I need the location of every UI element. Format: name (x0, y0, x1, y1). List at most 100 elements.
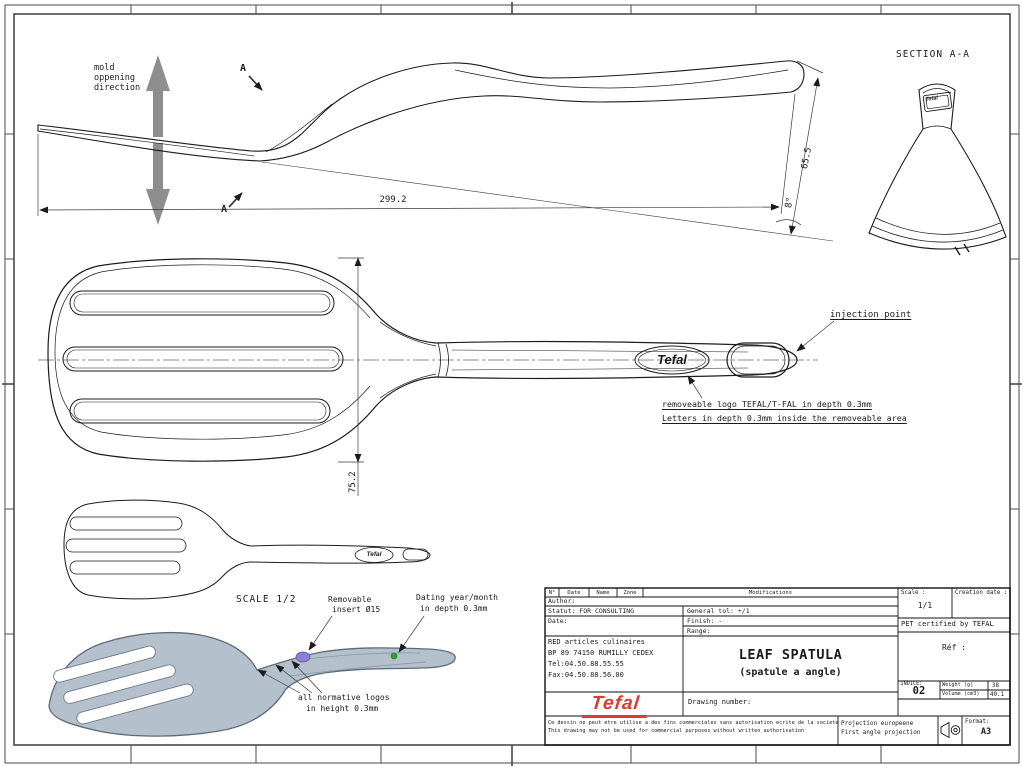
address-line-3: Tel:04.50.88.55.55 (548, 660, 624, 668)
logo-depth-note-1: removeable logo TEFAL/T-FAL in depth 0.3… (662, 399, 872, 409)
hang-hole (402, 548, 429, 561)
scale-label: Scale : (901, 590, 926, 596)
title-block-grid (544, 587, 1011, 746)
date-label: Date: (548, 616, 568, 625)
injection-leader (796, 320, 835, 352)
handle-logo-text-small: Tefal (366, 550, 382, 558)
mods-header-zone: Zone (623, 589, 637, 596)
spatula-side-profile (37, 60, 805, 162)
render-slots (53, 645, 194, 725)
top-view (38, 258, 818, 462)
finish-value: Finish: - (687, 616, 723, 625)
indice-label: INDICE: (900, 681, 923, 687)
section-mark-bottom: A (221, 204, 228, 215)
projection-line-2: First angle projection (841, 728, 921, 736)
weight-label: Weight (g) (942, 681, 974, 688)
logo-oval-outline (354, 547, 394, 563)
address-line-1: RED articles culinaires (548, 638, 645, 646)
normative-leader-3 (291, 660, 323, 694)
creation-date-label: Creation date : (955, 590, 1008, 596)
hang-hole (726, 342, 790, 378)
mold-note-line3: direction (94, 83, 141, 93)
normative-note-1: all normative logos (298, 693, 390, 702)
dim-angle-label: 8° (784, 196, 796, 209)
insert-leader (308, 615, 333, 651)
disclaimer-en: This drawing may not be used for commerc… (548, 728, 805, 734)
mold-note-line1: mold (94, 63, 115, 73)
weight-value: 38 (992, 682, 999, 689)
range-label: Range: (687, 626, 711, 635)
section-cut-marks (228, 75, 263, 208)
section-arrow-top (248, 75, 263, 91)
section-logo-plate (922, 91, 953, 112)
address-line-2: BP 89 74150 RUMILLY CEDEX (548, 649, 654, 657)
projection-line-1: Projection europeene (841, 719, 914, 727)
scale-note: SCALE 1/2 (236, 594, 297, 605)
section-top-inner (922, 88, 952, 94)
general-tol: General tol: +/1 (687, 606, 750, 615)
section-neck-line (922, 125, 952, 130)
half-scale-view (63, 499, 431, 600)
slot-inner (66, 349, 340, 369)
slot (65, 538, 187, 553)
arrow-down (146, 143, 170, 225)
removable-insert (295, 651, 311, 663)
logo-oval-outline (634, 345, 710, 375)
joint-line-1 (437, 342, 441, 378)
spatula-3d-body (48, 631, 456, 737)
indice-value: 02 (912, 685, 926, 697)
dating-note-1: Dating year/month (416, 593, 498, 602)
product-title: LEAF SPATULA (738, 647, 843, 663)
dim-line-length (39, 203, 780, 214)
handle-edge-bottom (451, 367, 749, 371)
ref-label: Réf : (941, 643, 967, 652)
section-view (868, 83, 1007, 256)
slot (69, 516, 183, 531)
slot-inner (73, 401, 327, 421)
blade-slots (62, 290, 344, 424)
normative-leader-2 (275, 664, 313, 694)
neck-line (265, 103, 333, 153)
section-edge-arc-1 (871, 225, 1004, 243)
slot (62, 346, 344, 372)
handle-shade-1 (299, 652, 421, 661)
tefal-brand-text: Tefal (581, 692, 649, 718)
injection-point-note: injection point (830, 310, 912, 320)
insert-note-1: Removable (328, 595, 372, 604)
section-arrow-bottom (228, 192, 243, 208)
ext-line-handle-top (796, 60, 824, 74)
hang-hole-inner (730, 345, 786, 375)
volume-value: 40.1 (990, 691, 1004, 698)
logo-oval-inner (638, 348, 706, 372)
format-value: A3 (980, 727, 992, 737)
dim-head-width-label: 75.2 (348, 471, 358, 493)
mold-note-line2: oppening (94, 73, 135, 83)
slot (63, 664, 176, 704)
address-line-4: Fax:04.50.88.56.00 (548, 671, 624, 679)
normative-leader-1 (257, 669, 301, 694)
section-detail-1 (954, 246, 961, 256)
render-3d-view (48, 631, 456, 737)
certification-note: PET certified by TEFAL (901, 620, 994, 628)
disclaimer-fr: Ce dessin ne peut etre utilise a des fin… (548, 719, 839, 726)
section-mark-top: A (240, 63, 247, 74)
product-subtitle: (spatule a angle) (739, 667, 842, 678)
mods-header-modifications: Modifications (748, 589, 793, 596)
neck-inner-top (379, 321, 437, 347)
callout-leaders (257, 615, 425, 694)
section-title: SECTION A-A (896, 49, 970, 60)
handle-mid-line (454, 69, 789, 89)
format-label: Format: (965, 719, 990, 725)
mods-header-date: Date (567, 589, 581, 596)
side-view (37, 60, 805, 162)
first-angle-projection-icon (940, 721, 961, 739)
angle-arc (775, 219, 802, 226)
mods-header-name: Name (596, 589, 610, 596)
insert-note-2: insert Ø15 (332, 605, 381, 614)
blade-mid-line (39, 128, 255, 157)
spatula-half-outline (63, 499, 431, 600)
mods-header-no: N° (548, 589, 556, 596)
